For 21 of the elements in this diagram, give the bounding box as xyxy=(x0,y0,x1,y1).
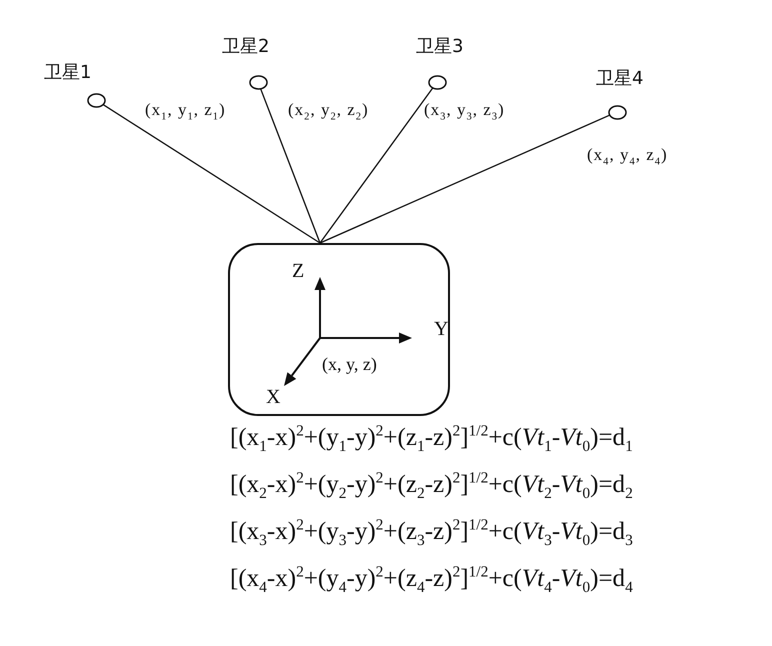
axis-label: Z xyxy=(292,261,304,281)
satellite-label: 卫星3 xyxy=(416,38,464,56)
satellite-label: 卫星2 xyxy=(222,38,270,56)
connector-line xyxy=(102,104,320,244)
coordinate-label: (x$_{1}$, y$_{1}$, z$_{1}$) xyxy=(145,101,226,118)
equation: [(x$_{1}$-x)$^{2}$+(y$_{1}$-y)$^{2}$+(z$_{1}$-z)$^{2}$]$^{1/2}$+c(Vt$_{1}$-Vt$_{0}$)=d$_{1}$ xyxy=(230,425,633,450)
connector-line xyxy=(319,87,434,244)
receiver-box xyxy=(228,243,450,416)
coordinate-label: (x$_{2}$, y$_{2}$, z$_{2}$) xyxy=(288,101,369,118)
satellite-label: 卫星1 xyxy=(44,64,92,82)
connector-line xyxy=(320,114,610,244)
equation: [(x$_{4}$-x)$^{2}$+(y$_{4}$-y)$^{2}$+(z$_{4}$-z)$^{2}$]$^{1/2}$+c(Vt$_{4}$-Vt$_{0}$)=d$_{4}$ xyxy=(230,566,633,591)
coordinate-label: (x$_{4}$, y$_{4}$, z$_{4}$) xyxy=(587,146,668,163)
axis-label: Y xyxy=(434,319,448,339)
equation: [(x$_{3}$-x)$^{2}$+(y$_{3}$-y)$^{2}$+(z$_{3}$-z)$^{2}$]$^{1/2}$+c(Vt$_{3}$-Vt$_{0}$)=d$_{3}$ xyxy=(230,519,633,544)
coordinate-label: (x$_{3}$, y$_{3}$, z$_{3}$) xyxy=(424,101,505,118)
equation: [(x$_{2}$-x)$^{2}$+(y$_{2}$-y)$^{2}$+(z$_{2}$-z)$^{2}$]$^{1/2}$+c(Vt$_{2}$-Vt$_{0}$)=d$_{2}$ xyxy=(230,472,633,497)
satellite-label: 卫星4 xyxy=(596,70,644,88)
axis-label: X xyxy=(266,387,280,407)
coordinate-label: (x, y, z) xyxy=(322,355,377,373)
connector-line xyxy=(260,88,321,244)
